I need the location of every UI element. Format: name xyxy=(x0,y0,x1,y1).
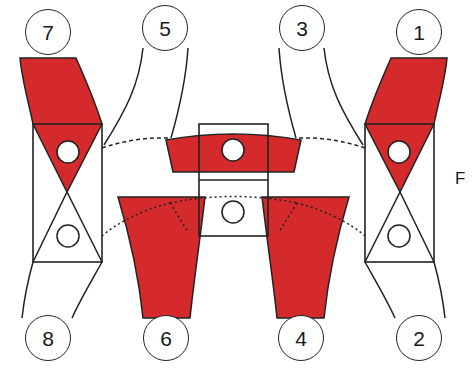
chromatid-number: 3 xyxy=(296,18,308,39)
chromatid-end-circle: 5 xyxy=(142,5,188,51)
chromatid-number: 1 xyxy=(413,22,425,43)
chromatid-number: 5 xyxy=(159,18,171,39)
chromatid-number: 2 xyxy=(413,328,425,349)
chromatid-end-circle: 7 xyxy=(25,9,71,55)
chromatid-end-circle: 3 xyxy=(279,5,325,51)
chromatid-number: 7 xyxy=(42,22,54,43)
figure-label: F xyxy=(455,170,465,187)
chromatid-end-circle: 4 xyxy=(278,315,324,361)
chromatid-number: 4 xyxy=(295,328,307,349)
chromatid-number: 6 xyxy=(160,328,172,349)
chromatid-end-circle: 1 xyxy=(396,9,442,55)
chromatid-end-circle: 2 xyxy=(396,315,442,361)
chromatid-end-circle: 8 xyxy=(25,315,71,361)
chromatid-number: 8 xyxy=(42,328,54,349)
chromatid-end-circle: 6 xyxy=(143,315,189,361)
